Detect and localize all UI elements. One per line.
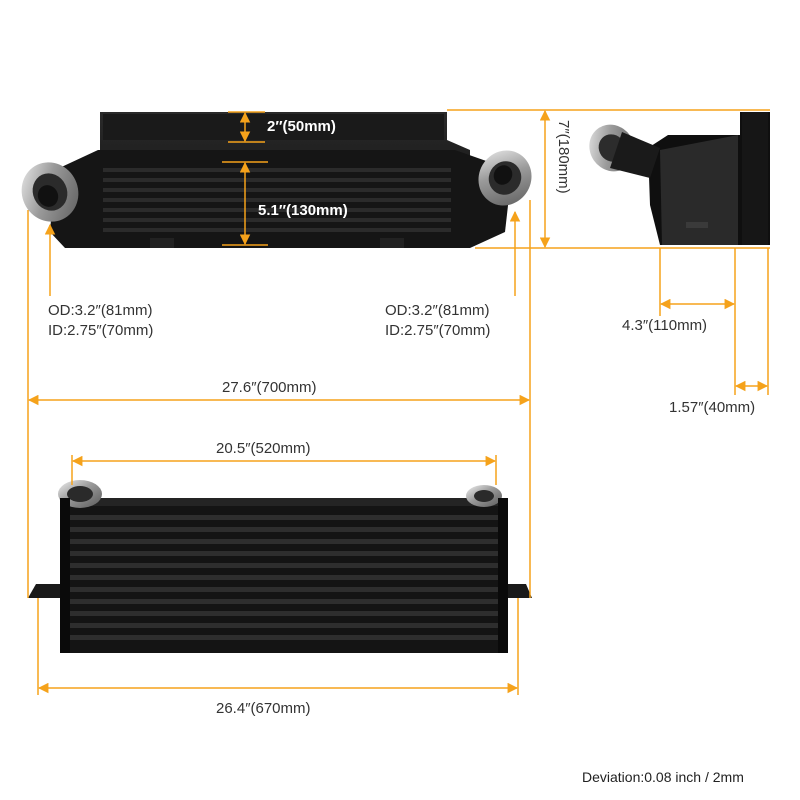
core-thickness-label: 1.57″(40mm) (669, 399, 756, 416)
dimension-lines (27, 109, 770, 695)
intercooler-front-bottom-view (28, 480, 532, 653)
overall-width-label: 27.6″(700mm) (222, 379, 317, 396)
right-port-id-label: ID:2.75″(70mm) (385, 322, 491, 339)
bracket-width-label: 26.4″(670mm) (216, 700, 311, 717)
deviation-note: Deviation:0.08 inch / 2mm (582, 769, 744, 785)
left-inlet-pipe (21, 162, 79, 222)
left-port-od-label: OD:3.2″(81mm) (48, 302, 153, 319)
right-outlet-pipe (478, 150, 532, 206)
side-pipe (589, 124, 660, 178)
core-width-label: 20.5″(520mm) (216, 440, 311, 457)
overall-height-label: 7″(180mm) (555, 120, 572, 194)
intercooler-front-top-view (21, 112, 532, 248)
right-port-od-label: OD:3.2″(81mm) (385, 302, 490, 319)
side-depth-label: 4.3″(110mm) (622, 317, 708, 334)
top-tank-height-label: 2″(50mm) (267, 118, 336, 135)
left-port-id-label: ID:2.75″(70mm) (48, 322, 154, 339)
intercooler-side-view (589, 112, 770, 245)
core-height-label: 5.1″(130mm) (258, 202, 348, 219)
